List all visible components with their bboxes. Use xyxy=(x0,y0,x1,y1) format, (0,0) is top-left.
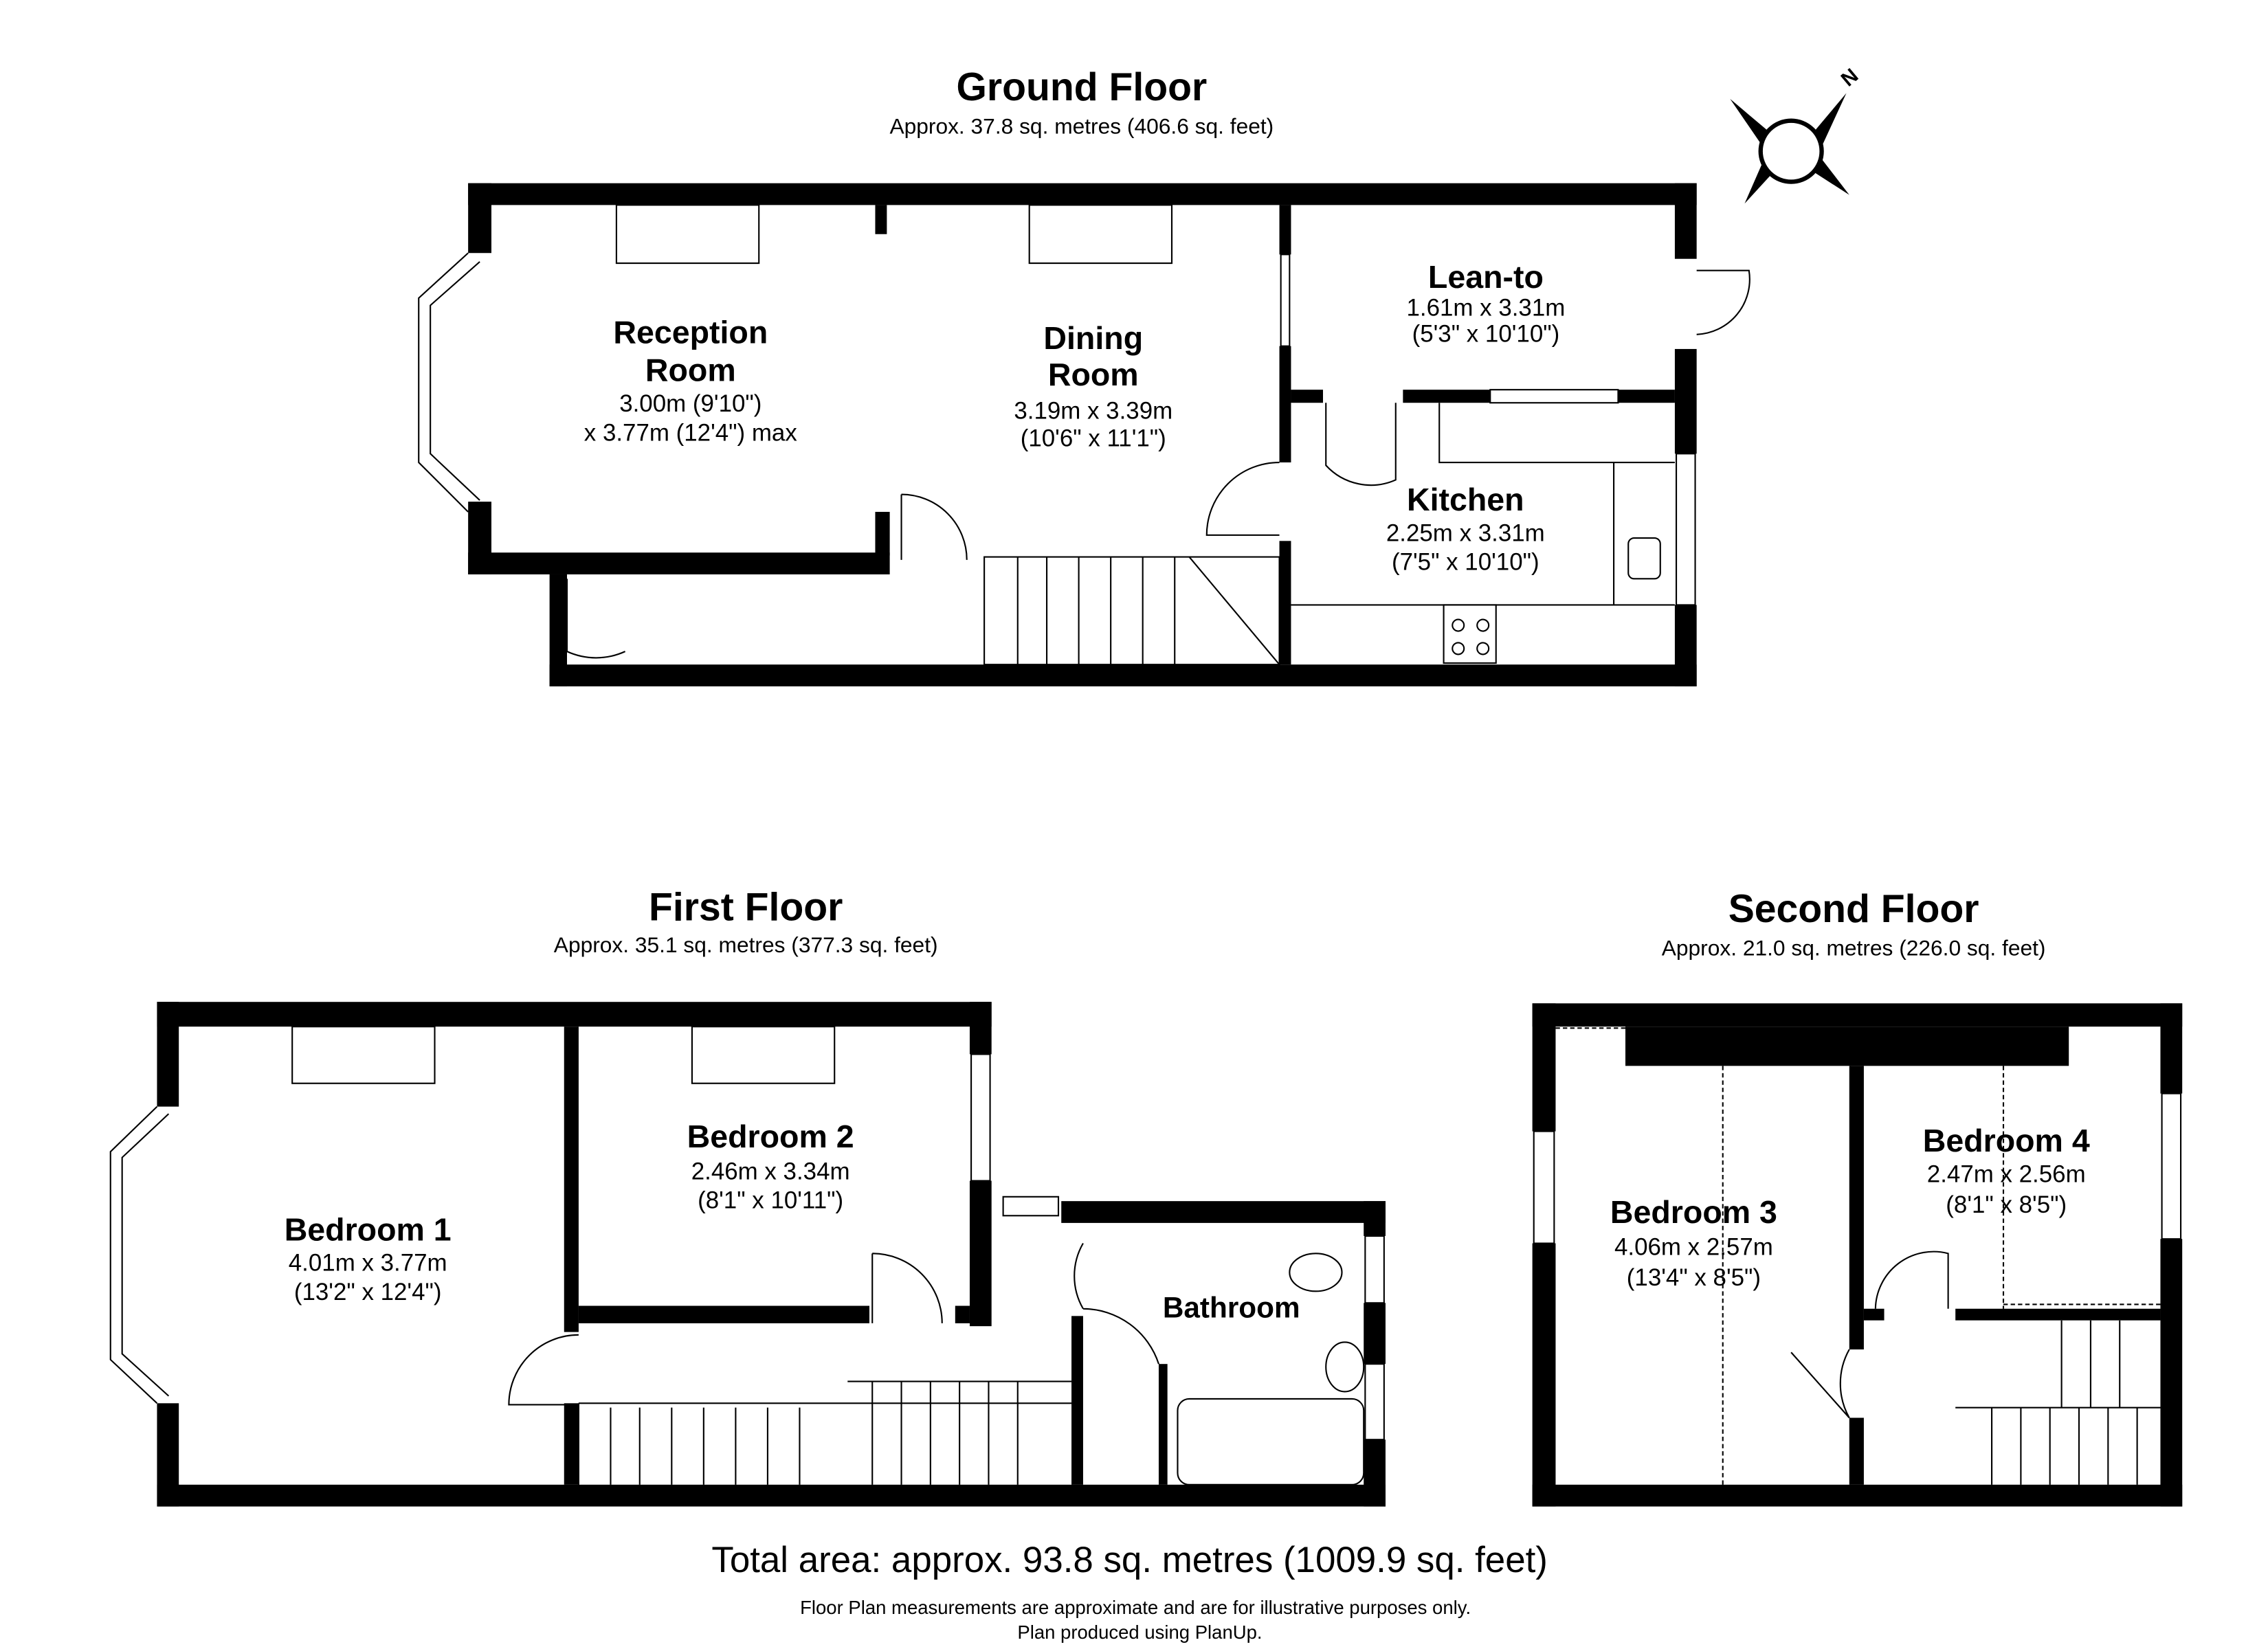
staircase xyxy=(577,1380,1072,1485)
first-floor: First Floor Approx. 35.1 sq. metres (377… xyxy=(109,886,1386,1507)
ground-floor-title: Ground Floor xyxy=(956,65,1207,109)
kitchen-dimensions-2: (7'5" x 10'10") xyxy=(1392,549,1539,576)
bedroom-1-dimensions-2: (13'2" x 12'4") xyxy=(294,1279,442,1305)
first-floor-walls xyxy=(157,1002,1386,1507)
dining-room-dimensions-2: (10'6" x 11'1") xyxy=(1021,425,1166,452)
chimney-breast xyxy=(1028,204,1173,265)
door xyxy=(508,1334,579,1406)
window xyxy=(1364,1363,1385,1441)
bedroom-2-name: Bedroom 2 xyxy=(687,1119,854,1154)
ground-floor-area: Approx. 37.8 sq. metres (406.6 sq. feet) xyxy=(889,114,1274,139)
window xyxy=(1489,389,1619,404)
window xyxy=(1533,1130,1555,1244)
bedroom-3-dimensions: 4.06m x 2.57m xyxy=(1614,1233,1773,1260)
bedroom-1-name: Bedroom 1 xyxy=(285,1211,452,1247)
reception-room-name-2: Room xyxy=(645,352,736,388)
second-floor-walls xyxy=(1532,1003,2183,1507)
bathroom-name: Bathroom xyxy=(1163,1291,1300,1323)
bedroom-2-dimensions-2: (8'1" x 10'11") xyxy=(698,1187,843,1214)
window xyxy=(2161,1092,2182,1240)
dining-room-dimensions: 3.19m x 3.39m xyxy=(1014,398,1172,425)
window xyxy=(1002,1196,1060,1217)
door xyxy=(1874,1250,1949,1309)
door xyxy=(1205,461,1280,536)
reception-room-name: Reception xyxy=(613,314,768,350)
door xyxy=(900,493,968,560)
bedroom-1-dimensions: 4.01m x 3.77m xyxy=(289,1250,447,1277)
door xyxy=(1074,1242,1159,1365)
kitchen-name: Kitchen xyxy=(1407,482,1524,517)
produced-by: Plan produced using PlanUp. xyxy=(1017,1622,1262,1643)
second-floor-area: Approx. 21.0 sq. metres (226.0 sq. feet) xyxy=(1662,935,2046,960)
staircase xyxy=(983,556,1280,666)
bath-icon xyxy=(1177,1398,1365,1485)
compass-icon: N xyxy=(1730,64,1863,204)
sink-icon xyxy=(1627,537,1661,580)
door xyxy=(566,579,626,659)
leanto-name: Lean-to xyxy=(1428,259,1544,295)
first-floor-title: First Floor xyxy=(649,886,843,930)
kitchen-dimensions: 2.25m x 3.31m xyxy=(1386,519,1545,546)
staircase xyxy=(1955,1320,2161,1485)
bedroom-3-dimensions-2: (13'4" x 8'5") xyxy=(1627,1264,1761,1291)
total-area: Total area: approx. 93.8 sq. metres (100… xyxy=(711,1540,1548,1580)
reception-room-dimensions-2: x 3.77m (12'4") max xyxy=(584,419,798,446)
bedroom-4-dimensions: 2.47m x 2.56m xyxy=(1927,1161,2086,1188)
door xyxy=(1790,1349,1850,1419)
door xyxy=(1696,269,1750,335)
second-floor-title: Second Floor xyxy=(1728,887,1979,931)
door xyxy=(1325,403,1397,486)
leanto-dimensions: 1.61m x 3.31m xyxy=(1407,294,1566,321)
toilet-icon xyxy=(1289,1253,1343,1292)
second-floor: Second Floor Approx. 21.0 sq. metres (22… xyxy=(1532,887,2183,1507)
compass-north-label: N xyxy=(1837,64,1863,91)
basin-icon xyxy=(1325,1341,1365,1393)
bay-window xyxy=(109,1106,170,1404)
window xyxy=(970,1053,991,1182)
bedroom-4-dimensions-2: (8'1" x 8'5") xyxy=(1946,1191,2067,1218)
chimney-breast xyxy=(691,1026,836,1084)
chimney-breast xyxy=(291,1026,436,1084)
leanto-dimensions-2: (5'3" x 10'10") xyxy=(1412,320,1560,347)
dining-room-name-2: Room xyxy=(1048,357,1139,392)
bay-window xyxy=(418,252,480,513)
door xyxy=(871,1253,943,1323)
disclaimer: Floor Plan measurements are approximate … xyxy=(800,1597,1471,1618)
dining-room-name: Dining xyxy=(1043,320,1143,356)
window xyxy=(1280,254,1291,347)
ground-floor: Ground Floor Approx. 37.8 sq. metres (40… xyxy=(418,65,1750,686)
window xyxy=(1675,453,1696,606)
kitchen-worktop xyxy=(1291,403,1675,606)
bedroom-4-name: Bedroom 4 xyxy=(1923,1123,2090,1158)
first-floor-area: Approx. 35.1 sq. metres (377.3 sq. feet) xyxy=(554,932,938,957)
window xyxy=(1364,1235,1385,1304)
hob-icon xyxy=(1443,604,1497,664)
reception-room-dimensions: 3.00m (9'10") xyxy=(619,390,761,417)
bedroom-3-name: Bedroom 3 xyxy=(1610,1194,1777,1230)
chimney-breast xyxy=(615,204,760,265)
bedroom-2-dimensions: 2.46m x 3.34m xyxy=(691,1158,850,1185)
